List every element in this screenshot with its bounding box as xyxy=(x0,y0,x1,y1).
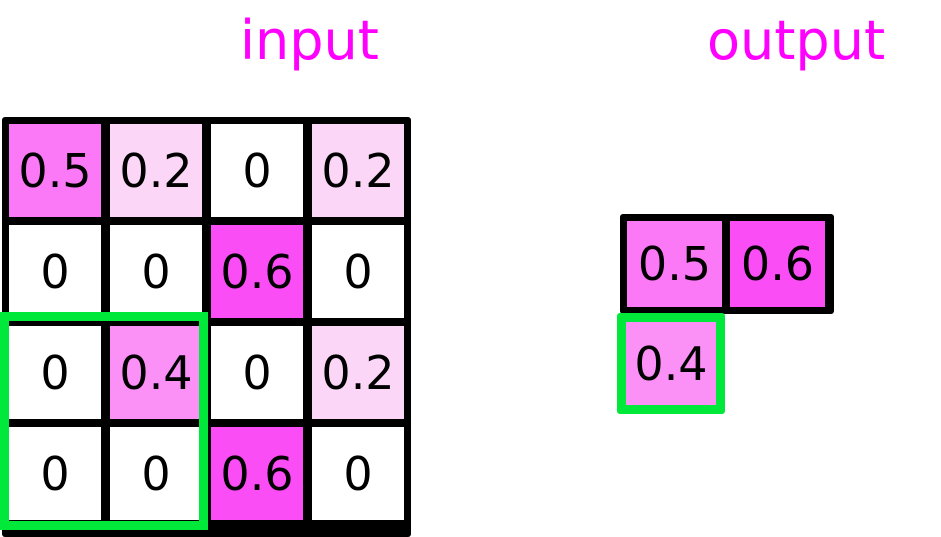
input-cell-r2c0[interactable]: 0 xyxy=(9,326,101,419)
input-cell-r3c1[interactable]: 0 xyxy=(110,427,202,520)
input-title: input xyxy=(240,9,379,72)
output-cell-highlighted[interactable]: 0.4 xyxy=(617,313,725,414)
input-cell-r2c1[interactable]: 0.4 xyxy=(110,326,202,419)
output-cell-r0c0[interactable]: 0.5 xyxy=(627,221,722,307)
input-cell-r0c1[interactable]: 0.2 xyxy=(110,124,202,217)
input-cell-r0c0[interactable]: 0.5 xyxy=(9,124,101,217)
input-cell-r0c3[interactable]: 0.2 xyxy=(312,124,404,217)
output-cell-r0c1[interactable]: 0.6 xyxy=(730,221,825,307)
input-cell-r3c0[interactable]: 0 xyxy=(9,427,101,520)
output-grid: 0.5 0.6 xyxy=(620,214,834,314)
output-title: output xyxy=(707,9,886,72)
input-cell-r2c3[interactable]: 0.2 xyxy=(312,326,404,419)
input-cell-r1c1[interactable]: 0 xyxy=(110,225,202,318)
input-cell-r3c2[interactable]: 0.6 xyxy=(211,427,303,520)
input-cell-r1c3[interactable]: 0 xyxy=(312,225,404,318)
output-cell-r1c0[interactable]: 0.4 xyxy=(626,322,716,405)
input-cell-r2c2[interactable]: 0 xyxy=(211,326,303,419)
input-cell-r3c3[interactable]: 0 xyxy=(312,427,404,520)
input-cell-r1c0[interactable]: 0 xyxy=(9,225,101,318)
input-cell-r1c2[interactable]: 0.6 xyxy=(211,225,303,318)
input-grid: 0.5 0.2 0 0.2 0 0 0.6 0 0 0.4 0 0.2 0 0 … xyxy=(2,117,411,537)
input-cell-r0c2[interactable]: 0 xyxy=(211,124,303,217)
